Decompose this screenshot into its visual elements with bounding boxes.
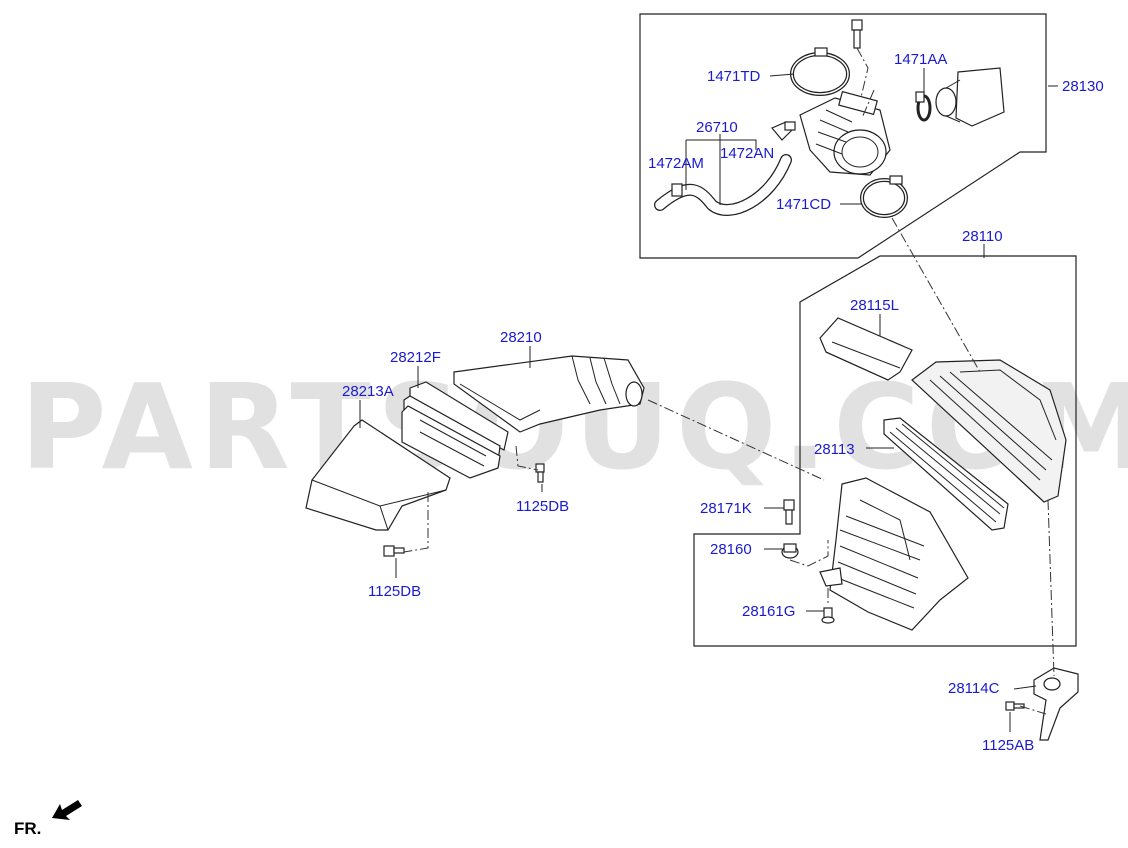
label-28213a[interactable]: 28213A xyxy=(342,383,394,400)
label-28161g[interactable]: 28161G xyxy=(742,603,795,620)
bolt-28161g-part xyxy=(821,607,835,624)
alignment-line-1 xyxy=(891,217,981,373)
label-28113[interactable]: 28113 xyxy=(814,441,855,458)
bolt-28171k-part xyxy=(783,499,795,525)
bolt-1125ab-part xyxy=(1005,701,1025,711)
alignment-line-8 xyxy=(861,89,875,119)
leader-28114c xyxy=(1013,685,1037,690)
label-28212f[interactable]: 28212F xyxy=(390,349,441,366)
label-28130[interactable]: 28130 xyxy=(1062,78,1104,95)
grommet-28160-part xyxy=(781,540,829,567)
label-28171k[interactable]: 28171K xyxy=(700,500,752,517)
leader-1471td xyxy=(769,73,795,77)
label-28160[interactable]: 28160 xyxy=(710,541,752,558)
bracket-28114c-part xyxy=(1033,667,1079,741)
sensor-bolt-part xyxy=(851,19,869,111)
alignment-line-4 xyxy=(1019,705,1047,715)
label-1472an[interactable]: 1472AN xyxy=(720,145,774,162)
alignment-line-5 xyxy=(403,492,429,553)
label-28114c[interactable]: 28114C xyxy=(948,680,1000,697)
label-1472am[interactable]: 1472AM xyxy=(648,155,704,172)
box-28130 xyxy=(639,13,1047,259)
resonator-box-part xyxy=(401,405,501,479)
front-direction-indicator: FR. xyxy=(14,800,82,838)
label-1471td[interactable]: 1471TD xyxy=(707,68,761,85)
label-1125db-a[interactable]: 1125DB xyxy=(516,498,569,515)
alignment-line-2 xyxy=(647,399,825,481)
label-1125db-b[interactable]: 1125DB xyxy=(368,583,421,600)
cover-28213a-part xyxy=(305,419,451,531)
clamp-1471aa-part xyxy=(915,91,932,122)
intake-cap-part xyxy=(935,67,1005,127)
bolt-1125db-a-part xyxy=(535,463,545,483)
arrow-left-icon xyxy=(52,800,82,820)
label-1471cd[interactable]: 1471CD xyxy=(776,196,831,213)
box-28110 xyxy=(693,255,1077,647)
alignment-line-3 xyxy=(1047,499,1055,677)
filter-28113-part xyxy=(883,417,1009,531)
front-label: FR. xyxy=(14,819,41,838)
clamp-1471td-part xyxy=(790,47,850,96)
clamp-1471cd-part xyxy=(860,175,908,218)
alignment-line-6 xyxy=(515,445,539,471)
bolt-1125db-b-part xyxy=(383,545,405,557)
element-28115l-part xyxy=(819,317,913,381)
label-28115l[interactable]: 28115L xyxy=(850,297,899,314)
label-26710[interactable]: 26710 xyxy=(696,119,738,136)
air-duct-body-part xyxy=(799,90,891,176)
duct-28210-part xyxy=(453,355,645,433)
label-1125ab[interactable]: 1125AB xyxy=(982,737,1034,754)
lower-case-part xyxy=(819,477,969,631)
hose-26710-part xyxy=(654,121,796,216)
label-1471aa[interactable]: 1471AA xyxy=(894,51,947,68)
label-28110[interactable]: 28110 xyxy=(962,228,1003,245)
leader-26710 xyxy=(685,134,757,205)
label-28210[interactable]: 28210 xyxy=(500,329,542,346)
